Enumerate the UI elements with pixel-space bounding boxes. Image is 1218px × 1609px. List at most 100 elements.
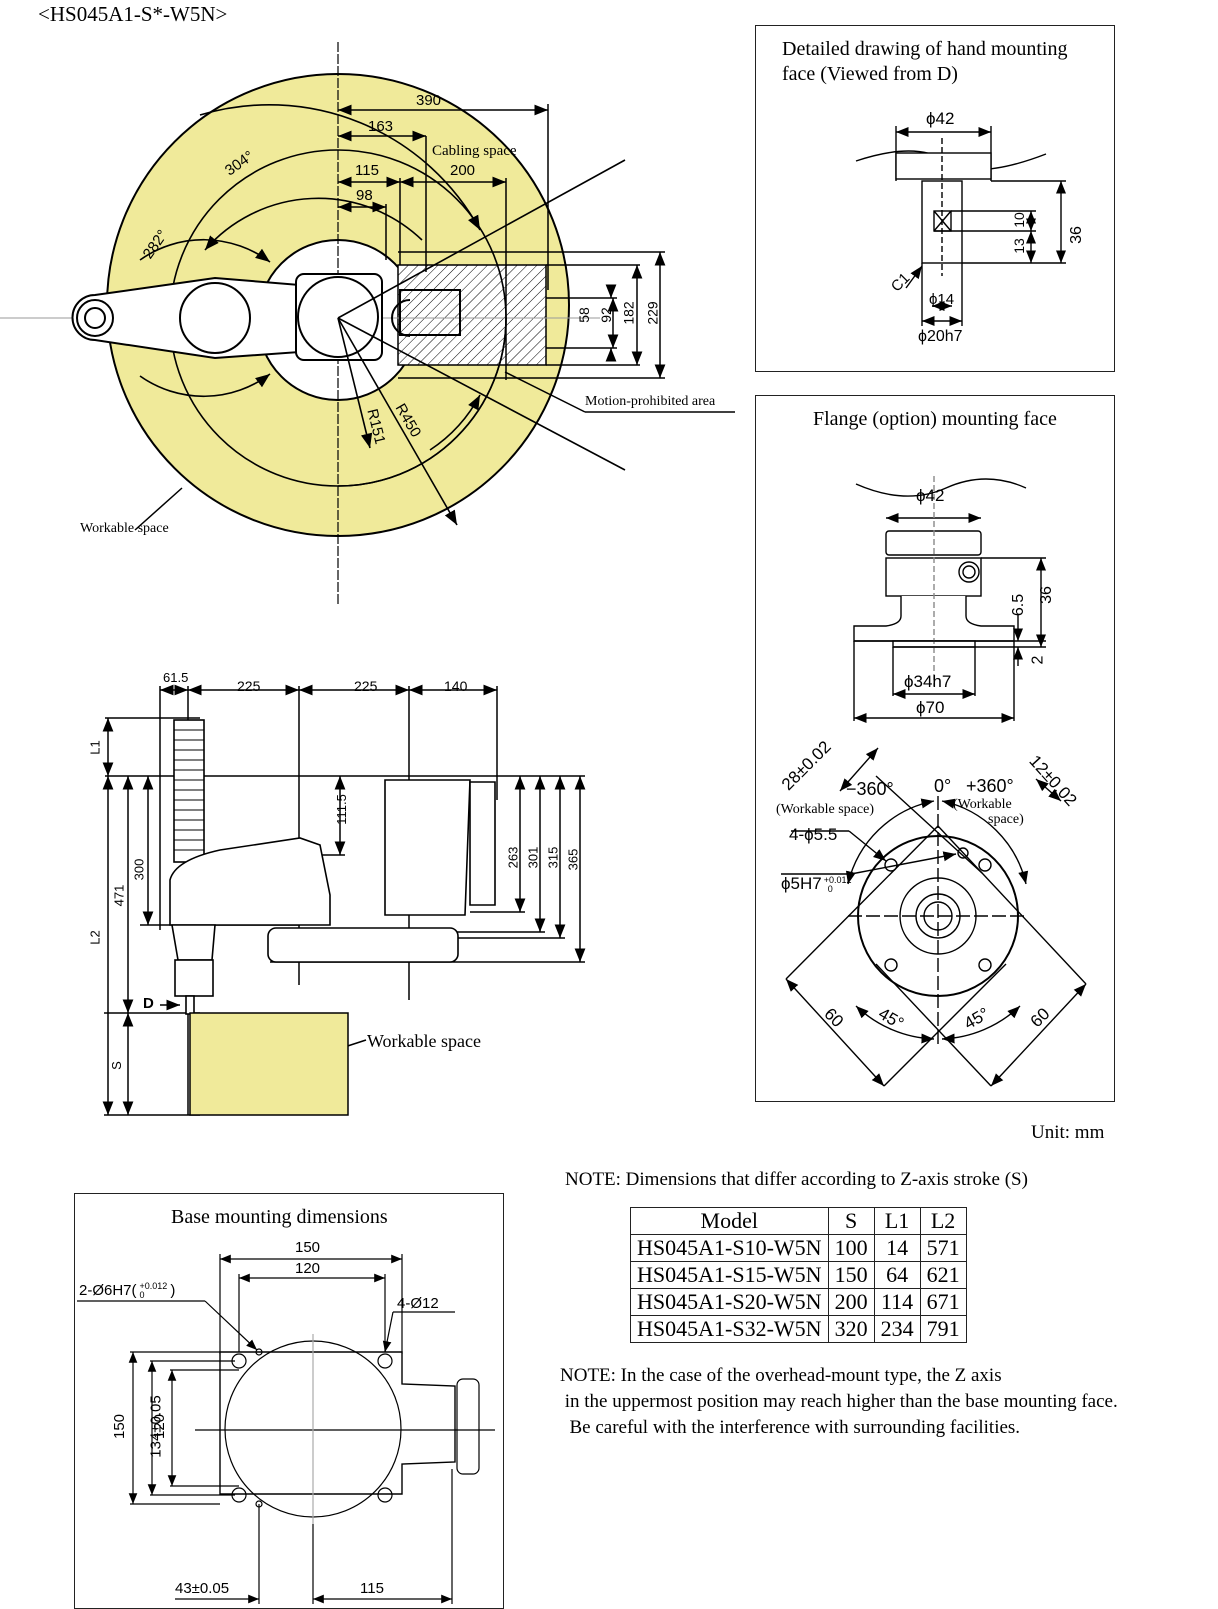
hand-face-drawing xyxy=(855,126,1067,327)
table-row: HS045A1-S10-W5N 100 14 571 xyxy=(630,1234,967,1262)
unit-label: Unit: mm xyxy=(1031,1122,1105,1143)
dim-301: 301 xyxy=(525,846,541,869)
overhead-note-line1: NOTE: In the case of the overhead-mount … xyxy=(560,1365,1002,1386)
base-pin-tol-upper: +0.012 xyxy=(139,1281,168,1292)
header-l1: L1 xyxy=(873,1207,921,1235)
dim-115: 115 xyxy=(355,162,379,179)
base-holes-label: 4-Ø12 xyxy=(397,1295,439,1312)
flange-dim-36: 36 xyxy=(1037,586,1055,604)
dim-300: 300 xyxy=(131,858,147,881)
motion-prohibited-area xyxy=(397,264,547,366)
dim-111-5: 111.5 xyxy=(333,794,349,825)
flange-dim-phi34h7: ϕ34h7 xyxy=(904,672,952,691)
cell-l1: 234 xyxy=(873,1315,921,1343)
page-title: <HS045A1-S*-W5N> xyxy=(38,2,228,26)
motion-prohibited-label: Motion-prohibited area xyxy=(585,394,716,409)
workable-space-label-top: Workable space xyxy=(80,521,169,536)
flange-workable-right-1: (Workable xyxy=(953,797,1012,812)
cell-l1: 114 xyxy=(873,1288,921,1316)
top-view-drawing xyxy=(0,42,735,606)
workable-space-box xyxy=(189,1012,349,1116)
dim-471: 471 xyxy=(111,884,127,907)
dim-225-a: 225 xyxy=(237,678,261,694)
table-row: HS045A1-S15-W5N 150 64 621 xyxy=(630,1261,967,1289)
base-pin-size: 2-Ø6H7( xyxy=(79,1282,137,1299)
base-mount-title: Base mounting dimensions xyxy=(171,1206,388,1228)
cell-s: 100 xyxy=(827,1234,875,1262)
base-pin-tol-lower: 0 xyxy=(139,1290,145,1301)
hand-dim-phi42: ϕ42 xyxy=(926,109,955,128)
flange-holes-label: 4-ϕ5.5 xyxy=(789,825,838,844)
header-s: S xyxy=(827,1207,875,1235)
base-pin-close: ) xyxy=(170,1282,176,1299)
flange-mounting-face-panel: Flange (option) mounting face xyxy=(755,395,1115,1102)
flange-dim-6-5: 6.5 xyxy=(1010,593,1028,617)
flange-dim-2: 2 xyxy=(1029,655,1047,665)
stroke-table-header: Model S L1 L2 xyxy=(630,1207,967,1235)
flange-minus-360: −360° xyxy=(846,779,894,799)
cell-model: HS045A1-S10-W5N xyxy=(630,1234,829,1262)
hand-dim-10: 10 xyxy=(1010,212,1027,228)
hand-face-title-line2: face (Viewed from D) xyxy=(782,63,958,85)
cell-l2: 671 xyxy=(919,1288,967,1316)
base-mounting-panel: Base mounting dimensions xyxy=(74,1193,504,1609)
flange-workable-right-2: space) xyxy=(988,812,1024,827)
hand-dim-phi20h7: ϕ20h7 xyxy=(918,328,963,345)
dim-98: 98 xyxy=(356,187,373,204)
cell-l1: 64 xyxy=(873,1261,921,1289)
stroke-table: Model S L1 L2 HS045A1-S10-W5N 100 14 571… xyxy=(630,1207,967,1343)
dim-365: 365 xyxy=(565,848,581,871)
base-dim-h150: 150 xyxy=(111,1413,129,1440)
dim-390: 390 xyxy=(416,92,442,109)
base-dim-h120: 120 xyxy=(151,1413,169,1440)
dim-229: 229 xyxy=(644,301,661,325)
dim-225-b: 225 xyxy=(354,678,378,694)
overhead-note-line2: in the uppermost position may reach high… xyxy=(560,1391,1118,1412)
dim-s: S xyxy=(108,1061,124,1070)
dim-61-5: 61.5 xyxy=(163,670,189,685)
cell-model: HS045A1-S32-W5N xyxy=(630,1315,829,1343)
flange-title: Flange (option) mounting face xyxy=(813,408,1057,430)
flange-pin-tol-upper: +0.012 xyxy=(823,874,852,885)
dim-200: 200 xyxy=(450,162,476,179)
cell-l2: 621 xyxy=(919,1261,967,1289)
flange-pin-tol-lower: 0 xyxy=(827,883,833,894)
base-dim-w150: 150 xyxy=(295,1239,321,1256)
flange-plus-360: +360° xyxy=(966,776,1014,796)
robot-side-outline xyxy=(169,719,496,1015)
cell-s: 200 xyxy=(827,1288,875,1316)
flange-dim-phi42: ϕ42 xyxy=(916,486,945,505)
cell-model: HS045A1-S15-W5N xyxy=(630,1261,829,1289)
dim-315: 315 xyxy=(545,846,561,869)
flange-pin-size: ϕ5H7 xyxy=(781,874,822,893)
dim-163: 163 xyxy=(368,118,394,135)
cabling-space-label: Cabling space xyxy=(432,143,517,159)
table-row: HS045A1-S20-W5N 200 114 671 xyxy=(630,1288,967,1316)
cell-s: 320 xyxy=(827,1315,875,1343)
overhead-note-line3: Be careful with the interference with su… xyxy=(560,1417,1021,1438)
hand-mounting-face-panel: Detailed drawing of hand mounting face (… xyxy=(755,25,1115,372)
cell-s: 150 xyxy=(827,1261,875,1289)
dim-140: 140 xyxy=(444,678,468,694)
flange-zero-deg: 0° xyxy=(934,776,952,796)
header-model: Model xyxy=(630,1207,829,1235)
cell-l2: 571 xyxy=(919,1234,967,1262)
view-d-marker: D xyxy=(143,995,154,1012)
dim-l2: L2 xyxy=(87,930,103,945)
hand-face-title-line1: Detailed drawing of hand mounting xyxy=(782,38,1068,60)
flange-drawing xyxy=(781,476,1087,1087)
robot-arm-outline xyxy=(71,273,461,361)
flange-workable-left: (Workable space) xyxy=(776,802,874,817)
hand-dim-phi14: ϕ14 xyxy=(929,291,955,308)
base-dim-115: 115 xyxy=(360,1580,384,1597)
base-dim-43: 43±0.05 xyxy=(175,1580,230,1597)
cell-l1: 14 xyxy=(873,1234,921,1262)
stroke-table-wrapper: Model S L1 L2 HS045A1-S10-W5N 100 14 571… xyxy=(630,1207,967,1343)
dim-l1: L1 xyxy=(87,740,103,755)
header-l2: L2 xyxy=(919,1207,967,1235)
cell-model: HS045A1-S20-W5N xyxy=(630,1288,829,1316)
workable-space-label-side: Workable space xyxy=(367,1031,481,1051)
hand-dim-36: 36 xyxy=(1067,226,1085,244)
